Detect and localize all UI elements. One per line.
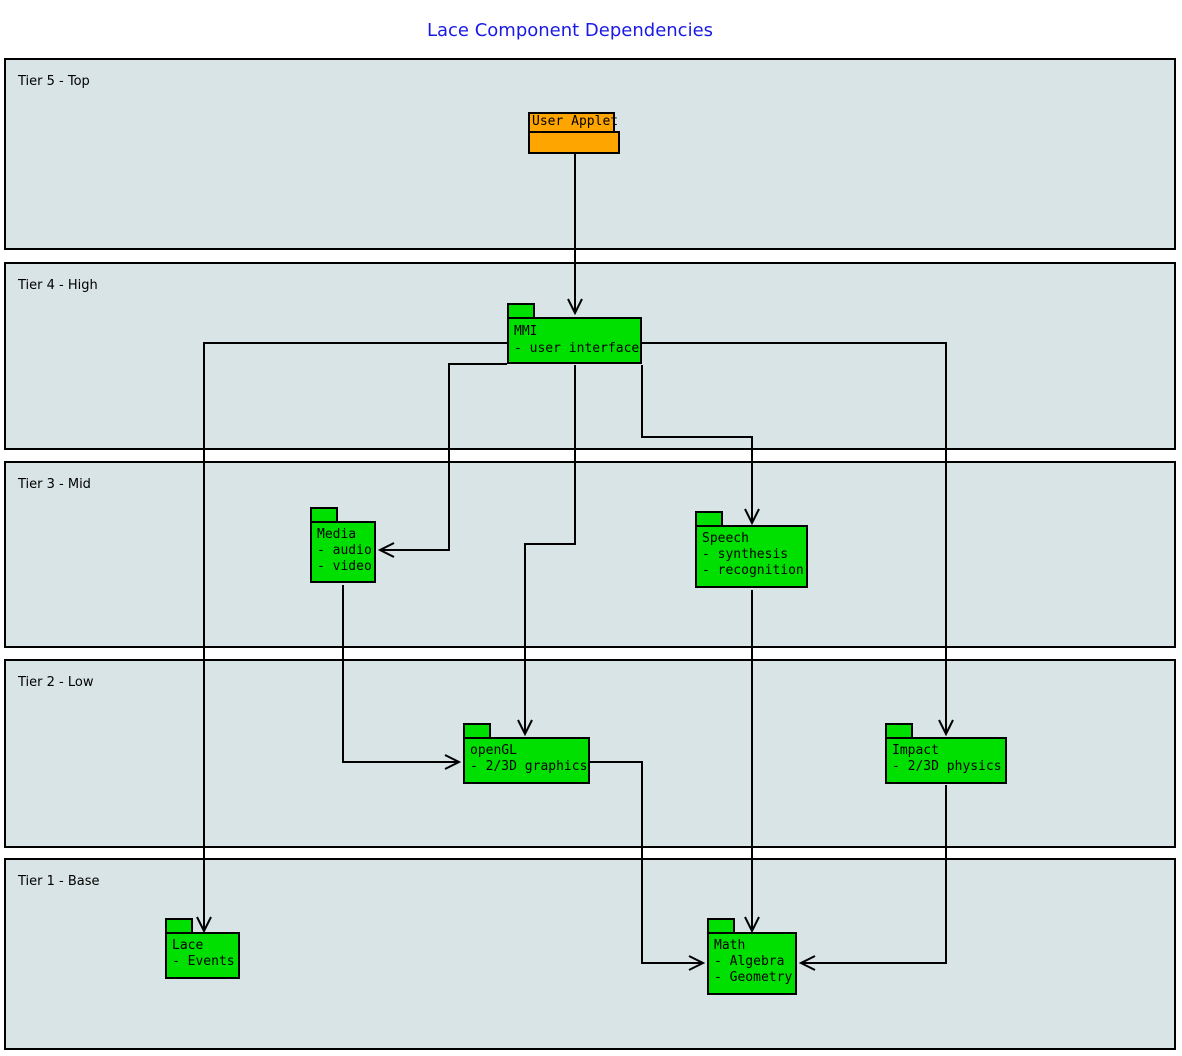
component-item: - Events: [172, 954, 235, 969]
component-item: - 2/3D graphics: [470, 759, 588, 774]
component-item: - Algebra: [714, 954, 785, 969]
tier-5-label: Tier 5 - Top: [18, 74, 90, 89]
component-title: Media: [317, 527, 357, 542]
user-applet-body: [528, 131, 620, 154]
component-item: - recognition: [702, 563, 804, 578]
component-title: Math: [714, 938, 746, 953]
component-item: - audio: [317, 543, 372, 558]
component-title: Speech: [702, 531, 749, 546]
user-applet-label: User Applet: [528, 112, 618, 133]
tier-5-panel: Tier 5 - Top (Arrows indicate the direct…: [4, 58, 1176, 277]
component-item: - synthesis: [702, 547, 789, 562]
component-item: - video: [317, 559, 372, 574]
component-title: Lace: [172, 938, 204, 953]
tier-3-panel: Tier 3 - Mid: [4, 461, 1176, 648]
component-item: - user interface: [514, 341, 640, 356]
tier-3-label: Tier 3 - Mid: [18, 477, 91, 492]
tier-4-label: Tier 4 - High: [18, 278, 98, 293]
tier-1-label: Tier 1 - Base: [18, 874, 100, 889]
component-title: MMI: [514, 324, 538, 339]
tier-2-label: Tier 2 - Low: [18, 675, 94, 690]
component-title: openGL: [470, 743, 517, 758]
diagram-title: Lace Component Dependencies: [426, 20, 714, 41]
component-item: - 2/3D physics: [892, 759, 1002, 774]
component-title: Impact: [892, 743, 939, 758]
component-item: - Geometry: [714, 970, 793, 985]
